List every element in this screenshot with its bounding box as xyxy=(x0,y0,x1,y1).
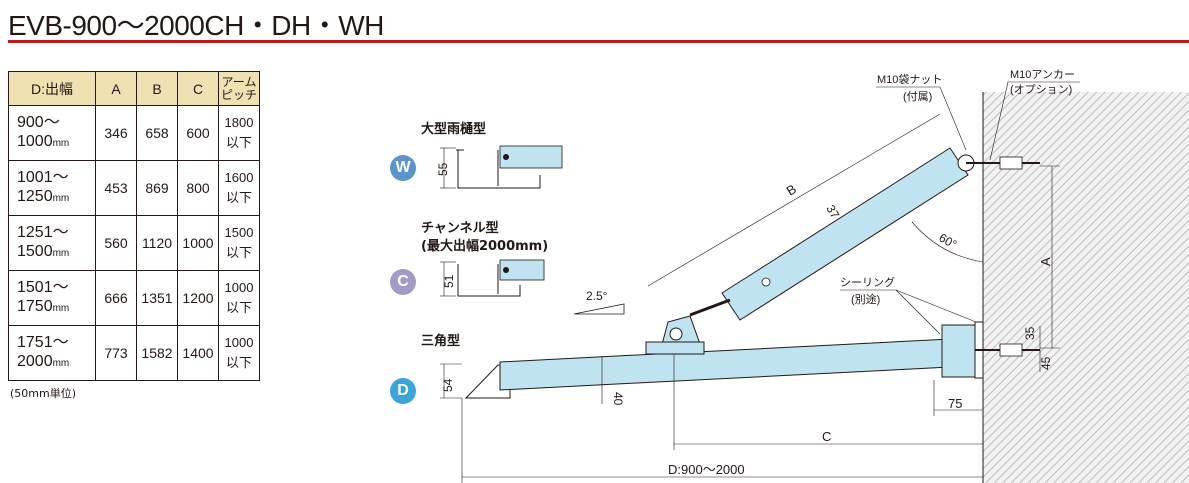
cell-d-unit: mm xyxy=(52,358,70,369)
cell-d-unit: mm xyxy=(52,303,70,314)
cell-d-to: 1250 xyxy=(17,188,53,205)
page-title: EVB-900～2000CH・DH・WH xyxy=(8,10,384,41)
header-a: A xyxy=(95,71,137,106)
header-b: B xyxy=(136,71,178,106)
cell-c: 1400 xyxy=(177,325,219,381)
cell-pitch: 1800 以下 xyxy=(218,105,260,161)
cell-pitch: 1600 以下 xyxy=(218,160,260,216)
badge-c: C xyxy=(390,269,416,295)
cell-d-from: 1251～ xyxy=(17,224,69,241)
cell-pitch-value: 1500 xyxy=(224,225,254,240)
wall xyxy=(983,92,1189,483)
cell-d-from: 1001～ xyxy=(17,169,69,186)
diagonal-arm xyxy=(721,147,969,321)
cell-pitch: 1500 以下 xyxy=(218,215,260,271)
dim-a-label: A xyxy=(1038,257,1053,266)
cell-a: 773 xyxy=(95,325,137,381)
arm-angle-arc xyxy=(911,221,984,263)
pivot-bracket xyxy=(645,315,705,355)
cell-d-from: 1751～ xyxy=(17,334,69,351)
cell-a: 453 xyxy=(95,160,137,216)
cell-a: 560 xyxy=(95,215,137,271)
slope-indicator xyxy=(573,303,625,315)
anchor-bolt-upper xyxy=(966,156,1040,170)
sealing-callout-line2: (別途) xyxy=(851,292,880,306)
cell-pitch-suffix: 以下 xyxy=(225,190,252,205)
dim-40-label: 40 xyxy=(611,392,625,406)
header-pitch-line2: ピッチ xyxy=(220,87,257,102)
table-header-row: D:出幅 A B C アームピッチ xyxy=(8,71,260,106)
cell-d: 1251～ 1500mm xyxy=(8,215,96,271)
header-c: C xyxy=(177,71,219,106)
cell-d-unit: mm xyxy=(52,193,70,204)
dim-b-line xyxy=(647,113,941,287)
dim-35-label: 35 xyxy=(1023,326,1037,340)
cell-d-to: 1000 xyxy=(17,133,53,150)
cell-pitch-suffix: 以下 xyxy=(225,355,252,370)
cell-c: 600 xyxy=(177,105,219,161)
badge-d: D xyxy=(390,378,416,404)
cell-pitch: 1000 以下 xyxy=(218,270,260,326)
dim-37-label: 37 xyxy=(823,203,842,222)
unit-note: (50mm単位) xyxy=(10,387,77,400)
title-rule xyxy=(8,40,1189,43)
cell-d: 1001～ 1250mm xyxy=(8,160,96,216)
anchor-callout-line2: (オプション) xyxy=(1010,83,1072,96)
slope-angle-label: 2.5° xyxy=(586,289,608,303)
cell-pitch-suffix: 以下 xyxy=(225,245,252,260)
header-pitch-line1: アーム xyxy=(221,74,257,89)
sealing-callout-line1: シーリング xyxy=(840,275,895,289)
cell-pitch-suffix: 以下 xyxy=(225,300,252,315)
anchor-bolt-lower xyxy=(975,343,1040,357)
cell-b: 869 xyxy=(136,160,178,216)
cell-pitch: 1000 以下 xyxy=(218,325,260,381)
cell-b: 1120 xyxy=(136,215,178,271)
type-d-dim: 54 xyxy=(441,378,455,392)
dim-45-label: 45 xyxy=(1039,356,1053,370)
nut-callout-line1: M10袋ナット xyxy=(877,72,942,86)
anchor-callout-line1: M10アンカー xyxy=(1010,68,1075,81)
arm-angle-label: 60° xyxy=(937,230,960,251)
arm-rod xyxy=(689,298,731,317)
cell-pitch-value: 1800 xyxy=(224,115,254,130)
dim-b-label: B xyxy=(784,181,799,198)
cell-pitch-value: 1000 xyxy=(224,280,254,295)
cell-a: 666 xyxy=(95,270,137,326)
cell-b: 1582 xyxy=(136,325,178,381)
header-d: D:出幅 xyxy=(8,71,96,106)
cell-c: 1200 xyxy=(177,270,219,326)
type-w-dim: 55 xyxy=(436,162,450,176)
cell-a: 346 xyxy=(95,105,137,161)
section-w-profile xyxy=(440,145,563,189)
cell-pitch-value: 1000 xyxy=(224,335,254,350)
table-row: 1751～ 2000mm 773 1582 1400 1000 以下 xyxy=(8,325,260,381)
type-w-label: 大型雨樋型 xyxy=(421,122,487,137)
dim-c-label: C xyxy=(822,429,831,444)
badge-w: W xyxy=(390,155,416,181)
cell-pitch-value: 1600 xyxy=(224,170,254,185)
cell-d-to: 2000 xyxy=(17,353,53,370)
section-c-profile xyxy=(440,259,545,297)
type-c-label-line1: チャンネル型 xyxy=(421,221,499,236)
type-c-dim: 51 xyxy=(442,274,456,288)
cell-d-from: 900～ xyxy=(17,114,60,131)
header-pitch: アームピッチ xyxy=(218,71,260,106)
cell-d-to: 1750 xyxy=(17,298,53,315)
cell-d-from: 1501～ xyxy=(17,279,69,296)
dim-d-label: D:900～2000 xyxy=(668,462,745,477)
spec-table: D:出幅 A B C アームピッチ 900～1000mm 346 658 600… xyxy=(8,71,260,381)
type-c-label-line2: (最大出幅2000mm) xyxy=(421,239,549,254)
cell-d-unit: mm xyxy=(52,248,70,259)
cell-d-to: 1500 xyxy=(17,243,53,260)
main-beam xyxy=(499,337,971,391)
cell-d: 1751～ 2000mm xyxy=(8,325,96,381)
cell-d-unit: mm xyxy=(52,138,70,149)
type-d-label: 三角型 xyxy=(421,334,461,349)
nut-callout-line2: (付属) xyxy=(903,90,932,103)
dim-75-label: 75 xyxy=(948,396,962,411)
cell-pitch-suffix: 以下 xyxy=(225,135,252,150)
